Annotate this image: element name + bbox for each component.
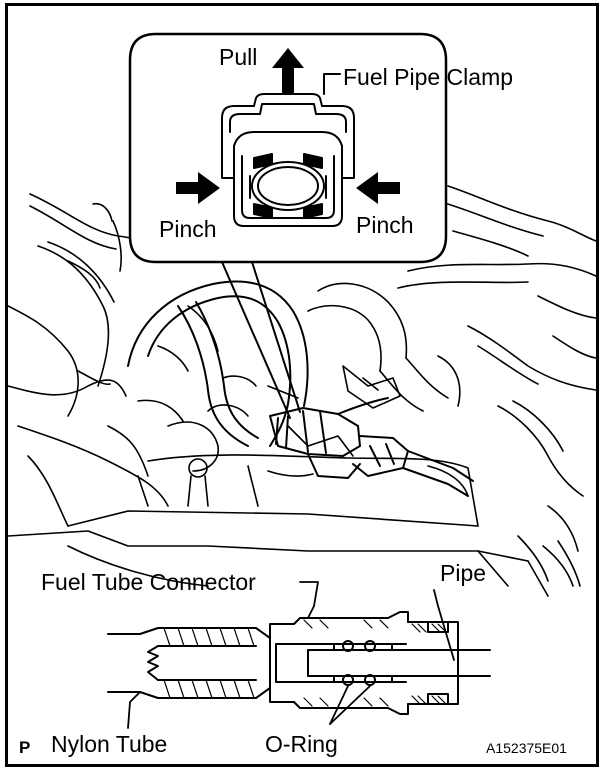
o-ring-label: O-Ring [265, 731, 338, 757]
pinch-left-label: Pinch [159, 216, 217, 242]
diagram-figure: Pull Fuel Pipe Clamp Pinch Pinch Fuel Tu… [5, 3, 599, 767]
label-leader-lines [127, 581, 455, 729]
nylon-tube-label: Nylon Tube [51, 731, 168, 757]
figure-code: A152375E01 [486, 740, 567, 756]
pipe-label: Pipe [440, 560, 487, 586]
pull-label: Pull [219, 44, 258, 70]
diagram-artwork [8, 32, 596, 729]
o-ring-set [342, 640, 376, 686]
fuel-hose-sketch [127, 280, 474, 497]
pinch-left-arrow-icon [176, 172, 220, 204]
tube-cross-section [107, 611, 491, 715]
pinch-right-label: Pinch [356, 212, 414, 238]
pull-arrow-icon [272, 48, 304, 94]
fuel-pipe-clamp-label: Fuel Pipe Clamp [343, 64, 514, 90]
page-letter: P [19, 738, 31, 757]
fuel-pipe-clamp-drawing [221, 73, 355, 227]
callout-inset [128, 32, 448, 419]
fuel-tube-connector-label: Fuel Tube Connector [41, 569, 256, 595]
engine-bay-sketch [8, 185, 596, 597]
pinch-right-arrow-icon [356, 172, 400, 204]
